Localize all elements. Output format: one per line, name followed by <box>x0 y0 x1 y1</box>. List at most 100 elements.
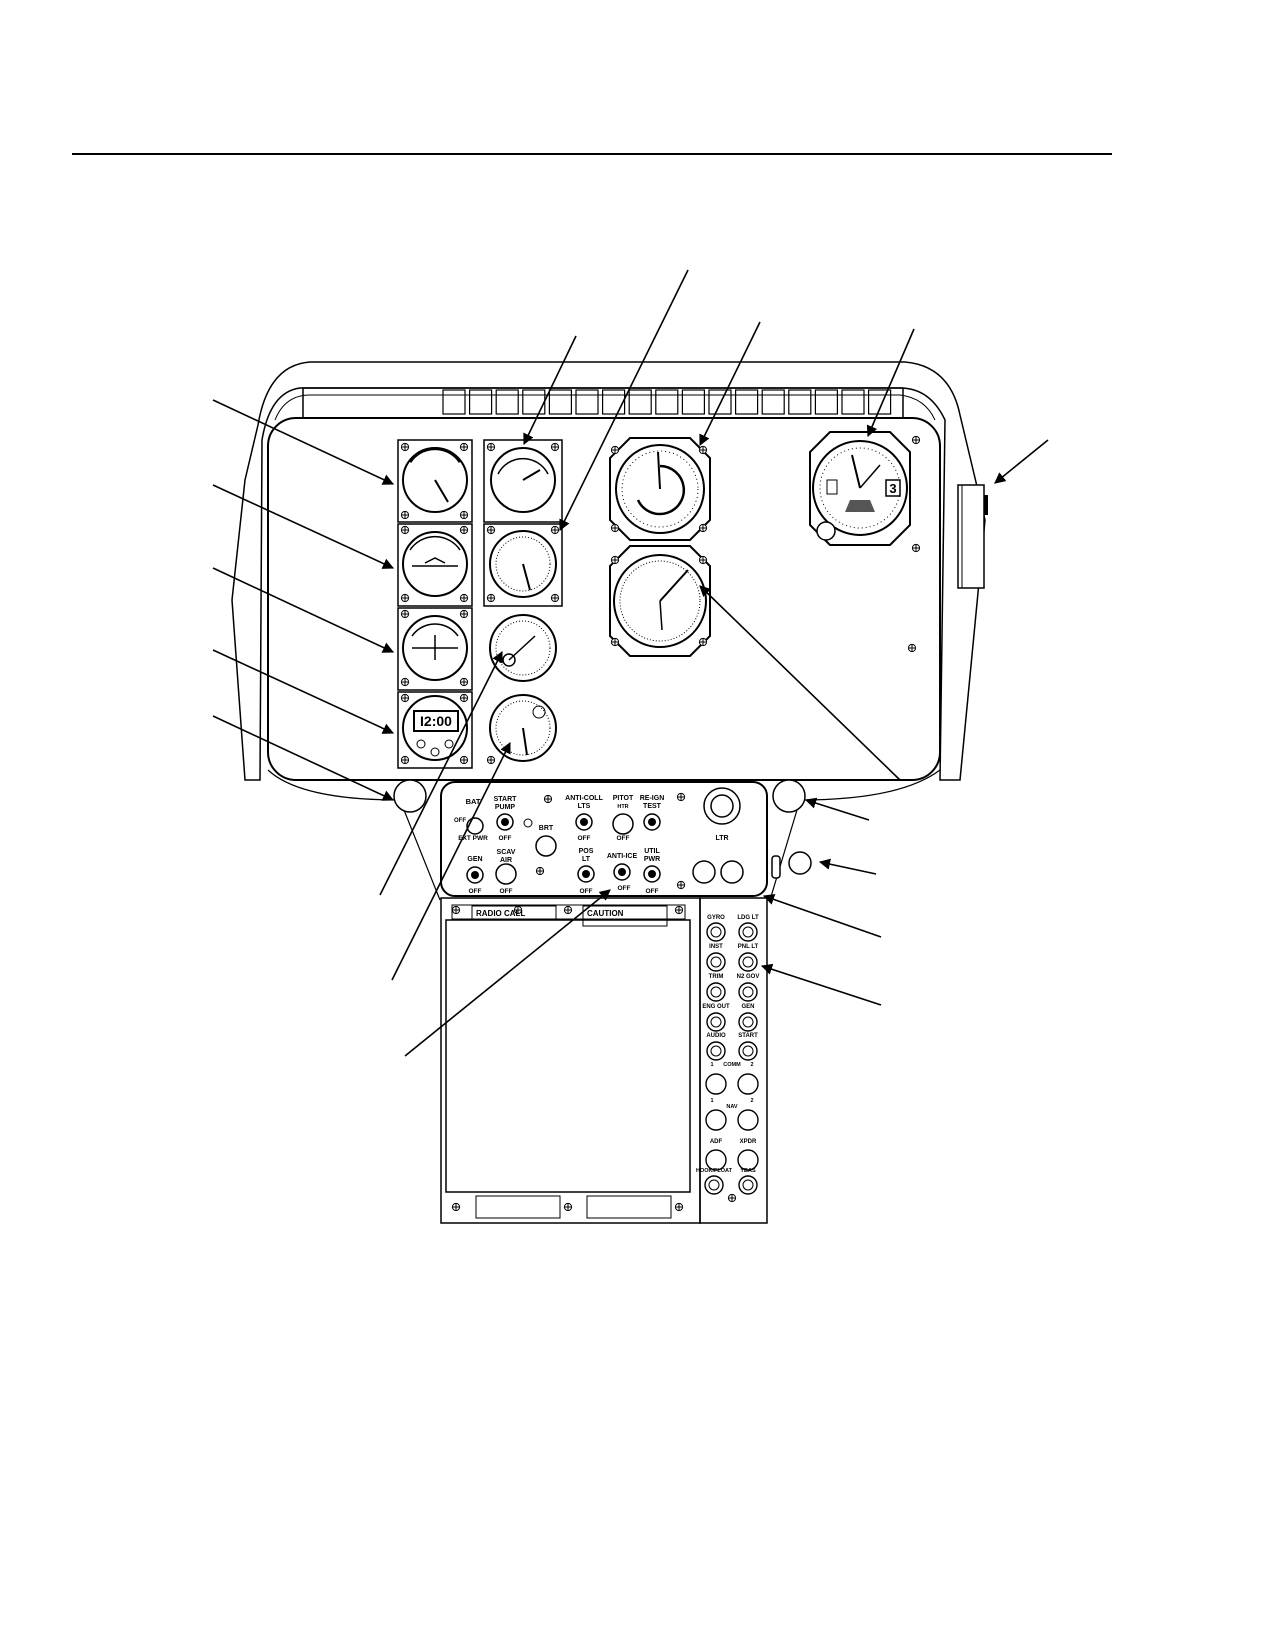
panel-screws <box>400 435 921 1212</box>
pitot-label-2: HTR <box>617 804 628 810</box>
callout-arrow <box>699 321 761 447</box>
scav-label-2: AIR <box>500 857 512 864</box>
screw <box>459 693 469 703</box>
screw <box>400 693 410 703</box>
screw <box>550 525 560 535</box>
warning-light-cell <box>601 389 626 415</box>
warning-light-cell <box>575 389 599 415</box>
temp-gauge <box>489 530 557 598</box>
side-lever <box>957 484 988 589</box>
breaker-n2_gov[interactable] <box>738 982 758 1002</box>
screw <box>911 435 921 445</box>
attitude-gauge-1 <box>402 531 468 597</box>
heading-gauge <box>609 545 711 657</box>
screw <box>674 1202 684 1212</box>
screw <box>610 445 620 455</box>
screw <box>459 609 469 619</box>
breaker-ldg_lt[interactable] <box>738 922 758 942</box>
breaker-label-pnl_lt: PNL LT <box>738 944 759 950</box>
breaker-trim[interactable] <box>706 982 726 1002</box>
callout-arrow <box>818 858 877 875</box>
torque-gauge <box>490 447 556 513</box>
callout-arrow <box>212 567 395 653</box>
brt-label: BRT <box>539 825 554 832</box>
callout-arrow <box>212 399 395 485</box>
screw <box>400 442 410 452</box>
screw <box>486 525 496 535</box>
screw <box>451 1202 461 1212</box>
screw <box>459 593 469 603</box>
screw <box>459 525 469 535</box>
breaker-inst[interactable] <box>706 952 726 972</box>
warning-light-cells <box>442 389 892 415</box>
altimeter-window: 3 <box>889 481 896 496</box>
warning-light-cell <box>788 389 812 415</box>
screw <box>563 905 573 915</box>
pitot-label-1: PITOT <box>613 795 634 802</box>
reign-label-1: RE-IGN <box>640 795 665 802</box>
warning-light-cell <box>522 389 546 415</box>
breaker-label-comm_1: 1 <box>710 1062 713 1068</box>
breaker-gen[interactable] <box>738 1012 758 1032</box>
scav-label-1: SCAV <box>497 849 516 856</box>
util-label-2: PWR <box>644 856 660 863</box>
anti-coll-label-2: LTS <box>578 803 591 810</box>
breaker-nav_2[interactable] <box>737 1109 759 1131</box>
screw <box>610 555 620 565</box>
warning-light-strip <box>302 387 904 419</box>
breaker-start[interactable] <box>738 1041 758 1061</box>
warning-light-cell <box>734 389 759 415</box>
bat-ext-pwr-label: EXT PWR <box>458 835 488 842</box>
callout-arrow <box>866 328 915 438</box>
callout-arrow <box>762 894 882 938</box>
breaker-label-inst: INST <box>709 944 723 950</box>
breaker-ybas[interactable] <box>738 1175 758 1195</box>
clock-display: I2:00 <box>420 713 452 729</box>
callout-arrow <box>404 889 611 1057</box>
breaker-eng_out[interactable] <box>706 1012 726 1032</box>
breaker-gyro[interactable] <box>706 922 726 942</box>
screw <box>459 442 469 452</box>
callout-arrow <box>994 439 1049 484</box>
warning-light-cell <box>469 389 493 415</box>
caution-label: CAUTION <box>587 909 624 918</box>
breaker-label-comm_2: 2 <box>750 1062 753 1068</box>
fuel-gauge <box>489 694 557 762</box>
breaker-comm_2[interactable] <box>737 1073 759 1095</box>
switch-panel <box>393 779 812 897</box>
glare-shield <box>231 361 986 781</box>
breaker-audio[interactable] <box>706 1041 726 1061</box>
breaker-xpdr[interactable] <box>737 1149 759 1171</box>
start-pump-off-label: OFF <box>499 835 512 842</box>
breaker-adf[interactable] <box>705 1149 727 1171</box>
screw <box>698 445 708 455</box>
breaker-comm_1[interactable] <box>705 1073 727 1095</box>
breaker-label-nav_1: 1 <box>710 1098 713 1104</box>
warning-light-cell <box>708 389 732 415</box>
attitude-gauge-2 <box>402 615 468 681</box>
screw <box>486 593 496 603</box>
breaker-nav_1[interactable] <box>705 1109 727 1131</box>
screw <box>451 905 461 915</box>
screw <box>610 523 620 533</box>
breaker-label-start: START <box>738 1033 758 1039</box>
screw <box>698 555 708 565</box>
screw <box>400 677 410 687</box>
breaker-label-gyro: GYRO <box>707 915 725 921</box>
breaker-label-xpdr: XPDR <box>740 1139 757 1145</box>
screw <box>459 755 469 765</box>
screw <box>400 609 410 619</box>
breaker-label-eng_out: ENG OUT <box>702 1004 730 1010</box>
breaker-label-audio: AUDIO <box>706 1033 726 1039</box>
callout-arrow <box>804 797 870 821</box>
scav-off-label: OFF <box>500 888 513 895</box>
bat-off-label: OFF <box>454 818 466 824</box>
screw <box>459 677 469 687</box>
screw <box>550 593 560 603</box>
breaker-pnl_lt[interactable] <box>738 952 758 972</box>
pos-label-2: LT <box>582 856 591 863</box>
breaker-label-gen: GEN <box>741 1004 754 1010</box>
anti-coll-off-label: OFF <box>578 835 591 842</box>
breaker-hook_float[interactable] <box>704 1175 724 1195</box>
